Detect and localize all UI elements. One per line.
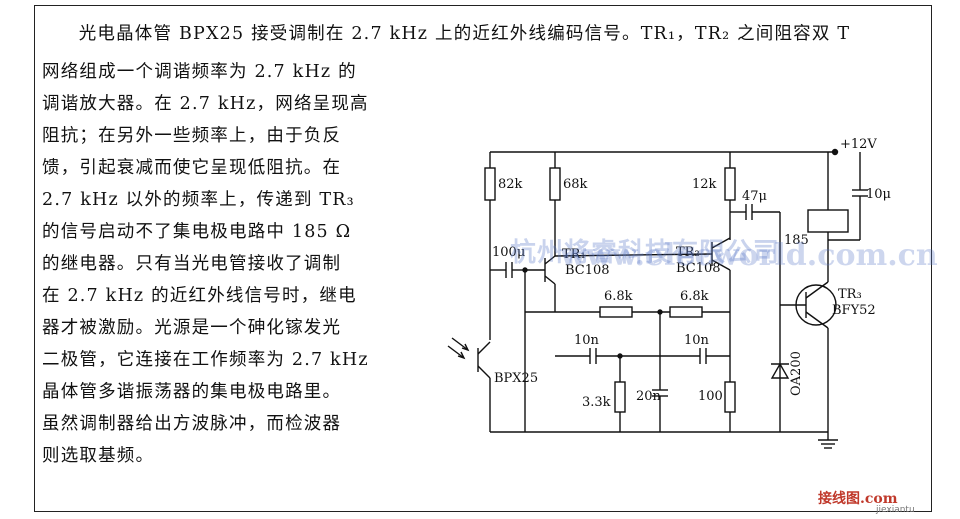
transistor-tr1 [525,255,556,312]
label-47u: 47μ [742,189,767,204]
transistor-tr2 [554,237,731,380]
description-line-5: 馈，引起衰减而使它呈现低阻抗。在 [42,158,342,178]
ground-symbol [818,432,838,449]
supply-terminal [831,148,839,156]
description-line-6: 2.7 kHz 以外的频率上，传递到 TR₃ [42,190,355,210]
figure-frame [34,5,932,512]
label-tr1: TR₁ [562,247,586,262]
resistor-68k [549,152,561,256]
label-6k8-1: 6.8k [604,289,633,304]
label-10u: 10μ [866,187,891,202]
description-line-1: 光电晶体管 BPX25 接受调制在 2.7 kHz 上的近红外线编码信号。TR₁… [60,24,851,44]
watermark-text: 杭州将睿科技有限公司 [510,238,781,268]
description-line-10: 器才被激励。光源是一个砷化镓发光 [42,318,342,338]
label-relay: 185 [784,233,809,248]
description-line-7: 的信号启动不了集电极电路中 185 Ω [42,222,352,242]
label-82k: 82k [498,177,523,192]
label-68k: 68k [563,177,588,192]
label-bpx25: BPX25 [494,371,538,386]
supply-label: +12V [840,137,877,152]
description-line-14: 则选取基频。 [42,446,155,466]
label-10n-2: 10n [684,333,710,348]
label-tr3-type: BFY52 [832,303,876,318]
capacitor-47u [730,204,781,432]
capacitor-100u [490,262,528,432]
watermark-url: www.elecworld.com.cn [560,238,938,273]
transistor-tr3 [780,281,837,432]
description-line-8: 的继电器。只有当光电管接收了调制 [42,254,342,274]
label-tr3: TR₃ [838,287,862,302]
description-line-11: 二极管，它连接在工作频率为 2.7 kHz [42,350,369,370]
description-line-4: 阻抗；在另外一些频率上，由于负反 [42,126,342,146]
label-oa200: OA200 [789,351,804,396]
description-line-2: 网络组成一个调谐频率为 2.7 kHz 的 [42,62,357,82]
diode-oa200 [770,362,790,379]
label-10n-1: 10n [574,333,600,348]
phototransistor-bpx25 [447,337,491,432]
capacitor-20n [652,380,668,432]
label-tr2-type: BC108 [676,261,721,276]
resistor-3k3 [614,356,626,432]
label-20n: 20n [636,389,662,404]
site-logo: 接线图.com [818,491,898,507]
site-logo-sub: jiexiantu [876,505,915,515]
label-12k: 12k [692,177,717,192]
twin-t-capacitors [555,348,730,364]
label-tr2: TR₂ [676,245,700,260]
resistor-12k [724,152,736,240]
label-100u: 100μ [492,245,525,260]
description-line-13: 虽然调制器给出方波脉冲，而检波器 [42,414,342,434]
capacitor-10u [828,152,868,241]
label-3k3: 3.3k [582,395,611,410]
label-6k8-2: 6.8k [680,289,709,304]
label-tr1-type: BC108 [565,263,610,278]
description-line-3: 调谐放大器。在 2.7 kHz，网络呈现高 [42,94,369,114]
twin-t-resistors [525,306,730,380]
resistor-100 [724,380,736,432]
description-line-9: 在 2.7 kHz 的近红外线信号时，继电 [42,286,357,306]
description-line-12: 晶体管多谐振荡器的集电极电路里。 [42,382,342,402]
label-100: 100 [698,389,723,404]
